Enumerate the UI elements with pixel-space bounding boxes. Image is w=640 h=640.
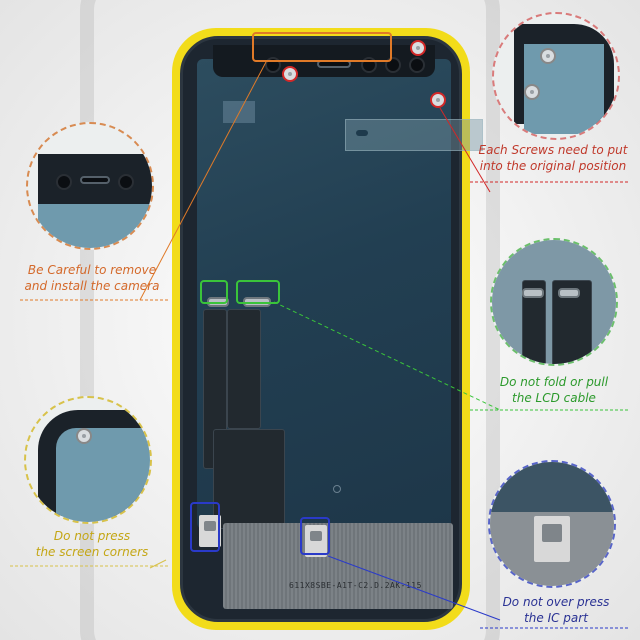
- screw-marker: [282, 66, 298, 82]
- ic-highlight-box: [300, 517, 330, 555]
- caption-camera: Be Careful to remove and install the cam…: [22, 262, 162, 294]
- zoom-ic-chip: [534, 516, 570, 562]
- board-print: 611X8SBE-A1T-C2.D.2AK-115: [289, 581, 422, 590]
- ic-chip-die: [310, 531, 322, 541]
- ic-chip: [199, 515, 221, 547]
- caption-ic-part-line1: Do not over press: [502, 595, 610, 609]
- caption-screws-line1: Each Screws need to put: [478, 143, 628, 157]
- zoom-corners: [24, 396, 152, 524]
- caption-ic-part: Do not over press the IC part: [486, 594, 626, 626]
- zoom-screen: [490, 462, 614, 512]
- caption-ic-part-line2: the IC part: [524, 611, 588, 625]
- screw-icon: [76, 428, 92, 444]
- caption-lcd-cable: Do not fold or pull the LCD cable: [484, 374, 624, 406]
- label-patch: [223, 101, 255, 123]
- adhesive-tape: [345, 119, 483, 151]
- zoom-screen: [38, 204, 152, 248]
- zoom-screen: [56, 428, 150, 522]
- camera-icon: [56, 174, 72, 190]
- ic-chip-die: [542, 524, 562, 542]
- zoom-connector: [558, 288, 580, 298]
- connector-highlight-box: [236, 280, 280, 304]
- camera-highlight-box: [252, 32, 392, 62]
- screw-marker: [430, 92, 446, 108]
- caption-lcd-cable-line2: the LCD cable: [512, 391, 596, 405]
- flex-cable-lower: [213, 429, 285, 529]
- caption-screws-line2: into the original position: [479, 159, 627, 173]
- zoom-lcd-cable: [490, 238, 618, 366]
- ic-shield-board: 611X8SBE-A1T-C2.D.2AK-115: [223, 523, 453, 609]
- connector-highlight-box: [200, 280, 228, 304]
- touch-flex-cable: [227, 309, 261, 429]
- caption-corners: Do not press the screen corners: [22, 528, 162, 560]
- sensor-icon: [118, 174, 134, 190]
- screw-icon: [524, 84, 540, 100]
- caption-corners-line1: Do not press: [53, 529, 131, 543]
- sensor-hole: [409, 57, 425, 73]
- speaker-icon: [80, 176, 110, 184]
- ic-chip-die: [204, 521, 216, 531]
- zoom-ic-part: [488, 460, 616, 588]
- tape-slot: [356, 130, 368, 136]
- caption-lcd-cable-line1: Do not fold or pull: [499, 375, 609, 389]
- caption-screws: Each Screws need to put into the origina…: [472, 142, 634, 174]
- corner-ic-highlight-box: [190, 502, 220, 552]
- center-mark: [333, 485, 341, 493]
- zoom-camera: [26, 122, 154, 250]
- caption-corners-line2: the screen corners: [35, 545, 149, 559]
- zoom-screws: [492, 12, 620, 140]
- zoom-connector: [522, 288, 544, 298]
- screw-marker: [410, 40, 426, 56]
- caption-camera-line1: Be Careful to remove: [27, 263, 157, 277]
- caption-camera-line2: and install the camera: [24, 279, 160, 293]
- ic-chip: [305, 525, 327, 557]
- screw-icon: [540, 48, 556, 64]
